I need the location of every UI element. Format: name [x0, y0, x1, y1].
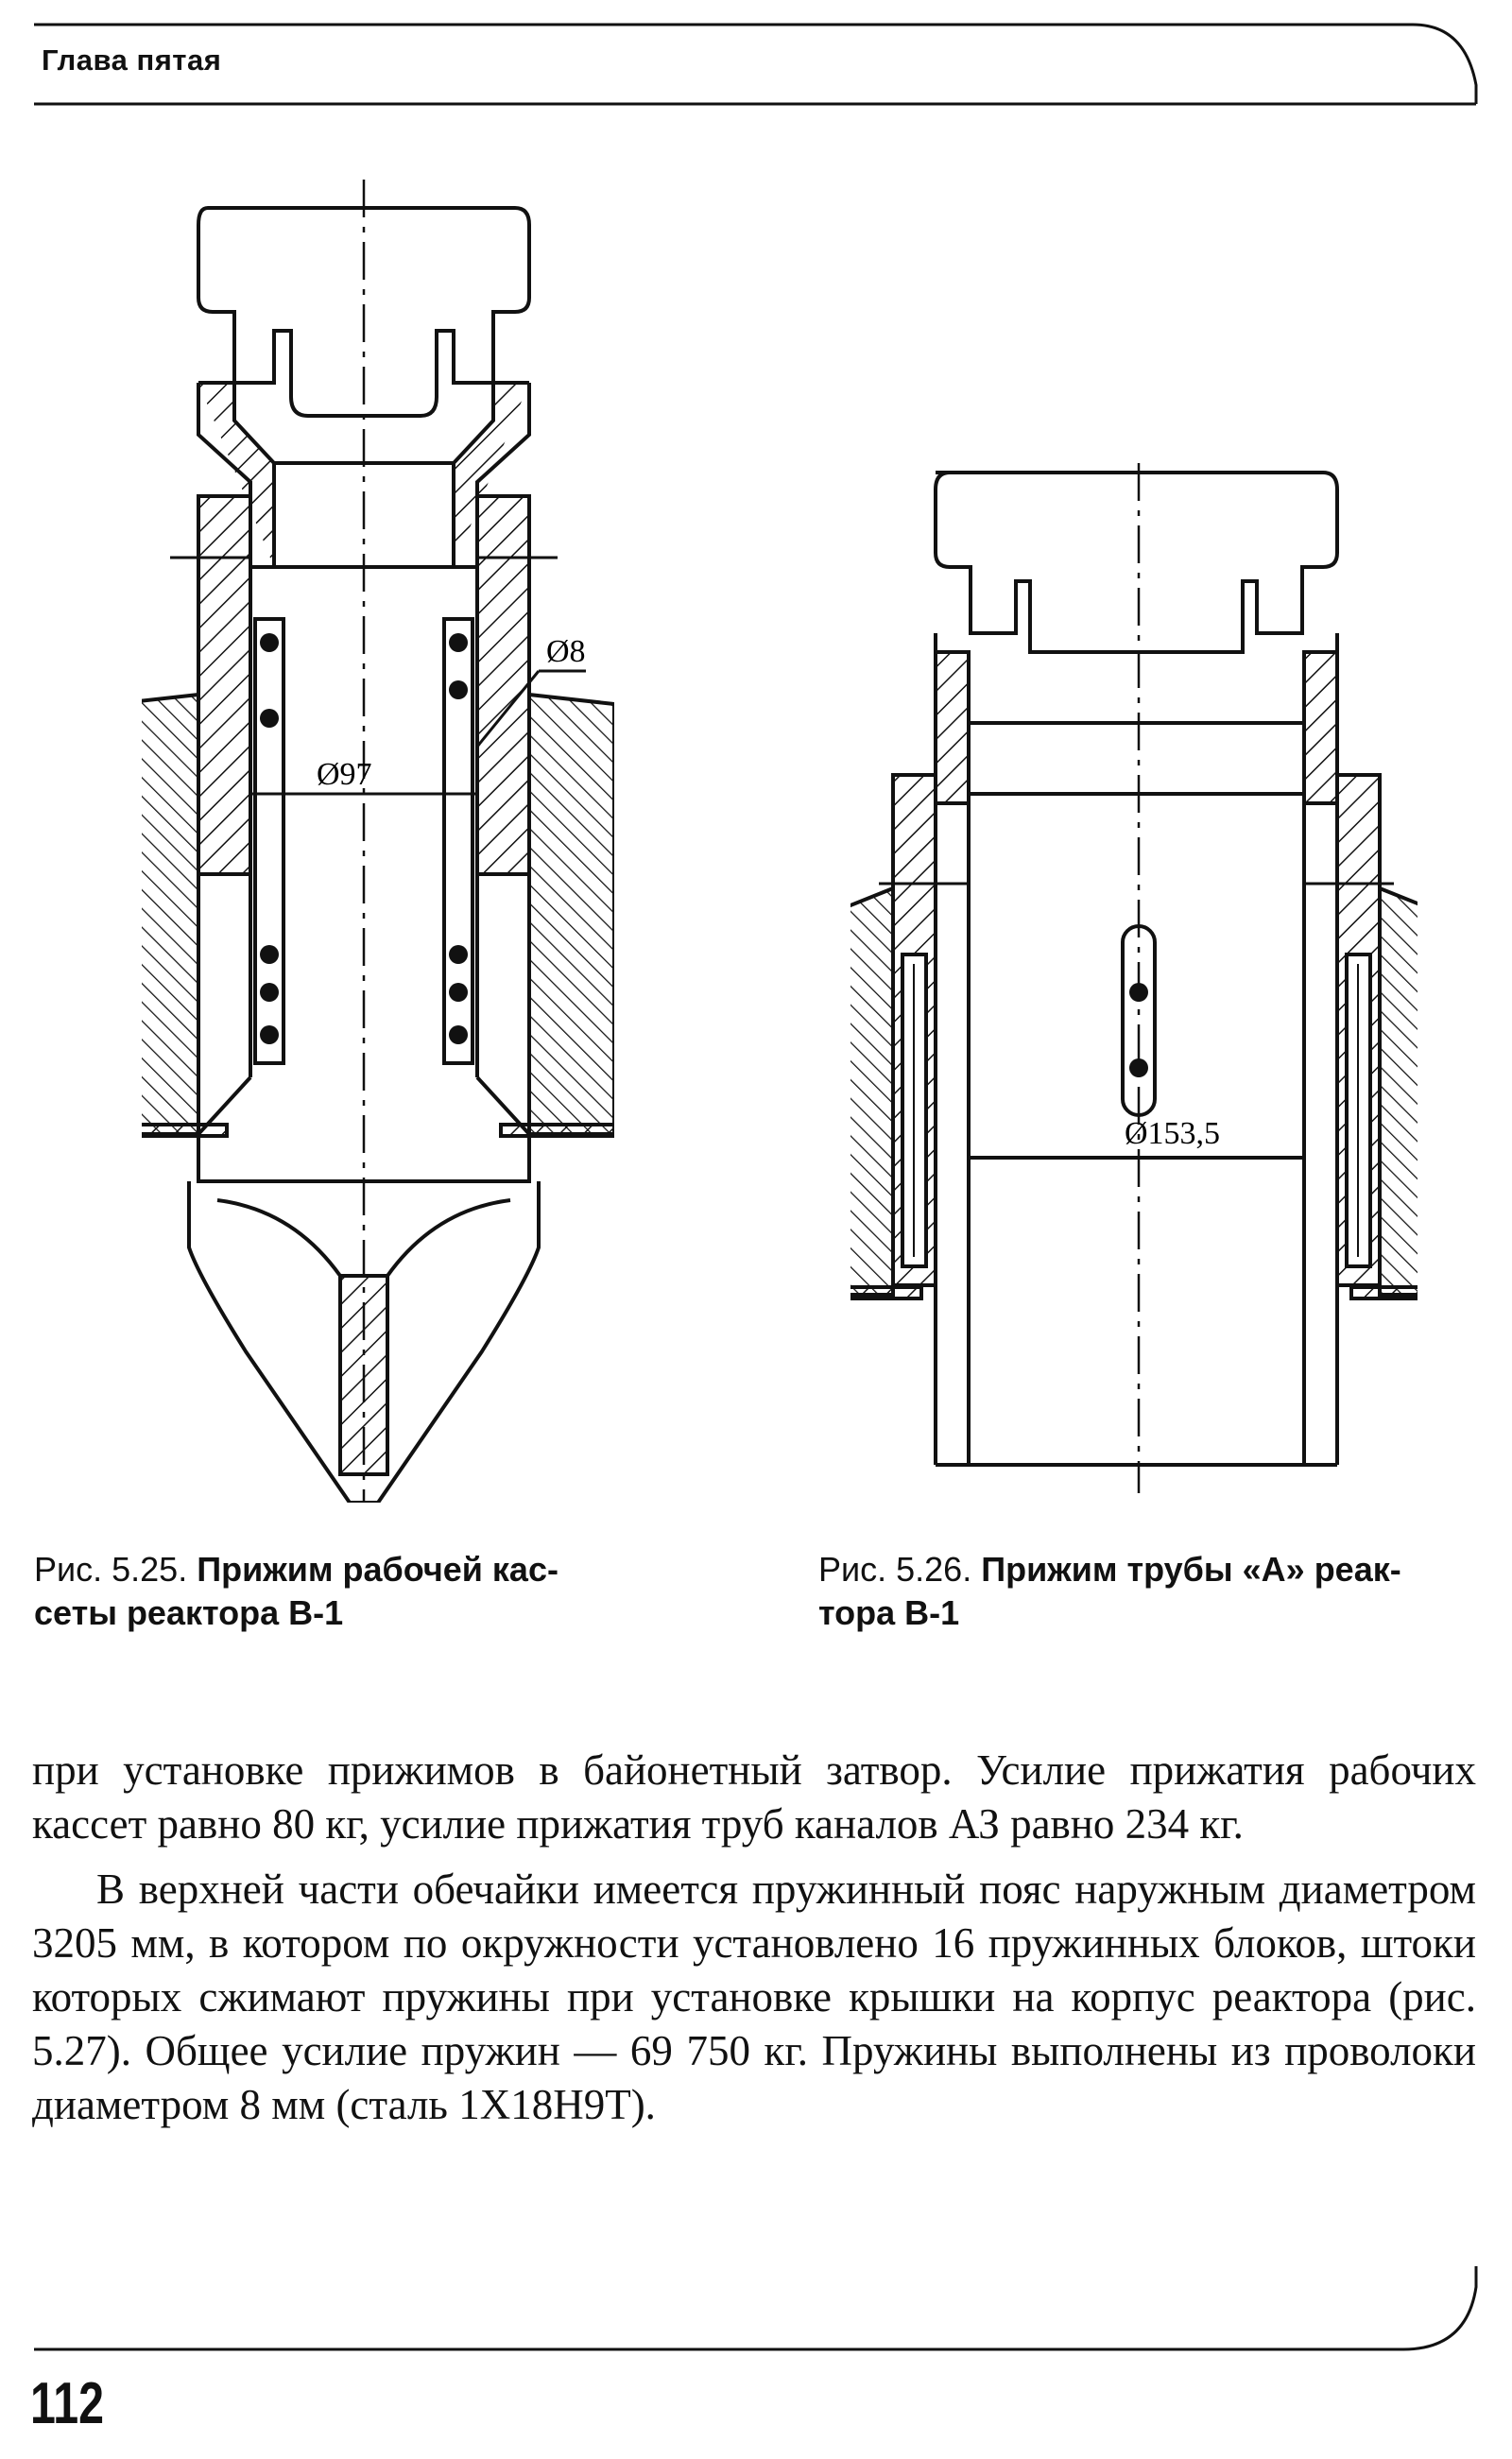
caption-number: Рис. 5.26. — [818, 1550, 972, 1589]
dimension-label-8: Ø8 — [546, 634, 586, 669]
figure-5-26-caption: Рис. 5.26. Прижим трубы «А» реак- тора В… — [818, 1548, 1499, 1635]
figure-5-25-drawing: Ø97 Ø8 — [142, 180, 614, 1503]
chapter-title: Глава пятая — [42, 43, 222, 77]
footer-rule — [34, 2266, 1478, 2351]
header-curve — [34, 23, 1478, 104]
caption-title: Прижим трубы «А» реак- — [981, 1550, 1401, 1589]
figure-5-25-caption: Рис. 5.25. Прижим рабочей кас- сеты реак… — [34, 1548, 714, 1635]
caption-title: сеты реактора В-1 — [34, 1593, 344, 1632]
caption-title: тора В-1 — [818, 1593, 960, 1632]
figure-5-26-drawing: Ø153,5 — [850, 463, 1418, 1493]
page-number: 112 — [30, 2371, 105, 2436]
dimension-label-153-5: Ø153,5 — [1125, 1116, 1220, 1151]
dimension-label-97: Ø97 — [317, 757, 372, 792]
paragraph: В верхней части обечайки имеется пружинн… — [32, 1866, 1476, 2128]
caption-number: Рис. 5.25. — [34, 1550, 188, 1589]
paragraph: при установке прижимов в байонетный затв… — [32, 1746, 1476, 1848]
caption-title: Прижим рабочей кас- — [197, 1550, 558, 1589]
body-text: при установке прижимов в байонетный затв… — [32, 1744, 1476, 2132]
